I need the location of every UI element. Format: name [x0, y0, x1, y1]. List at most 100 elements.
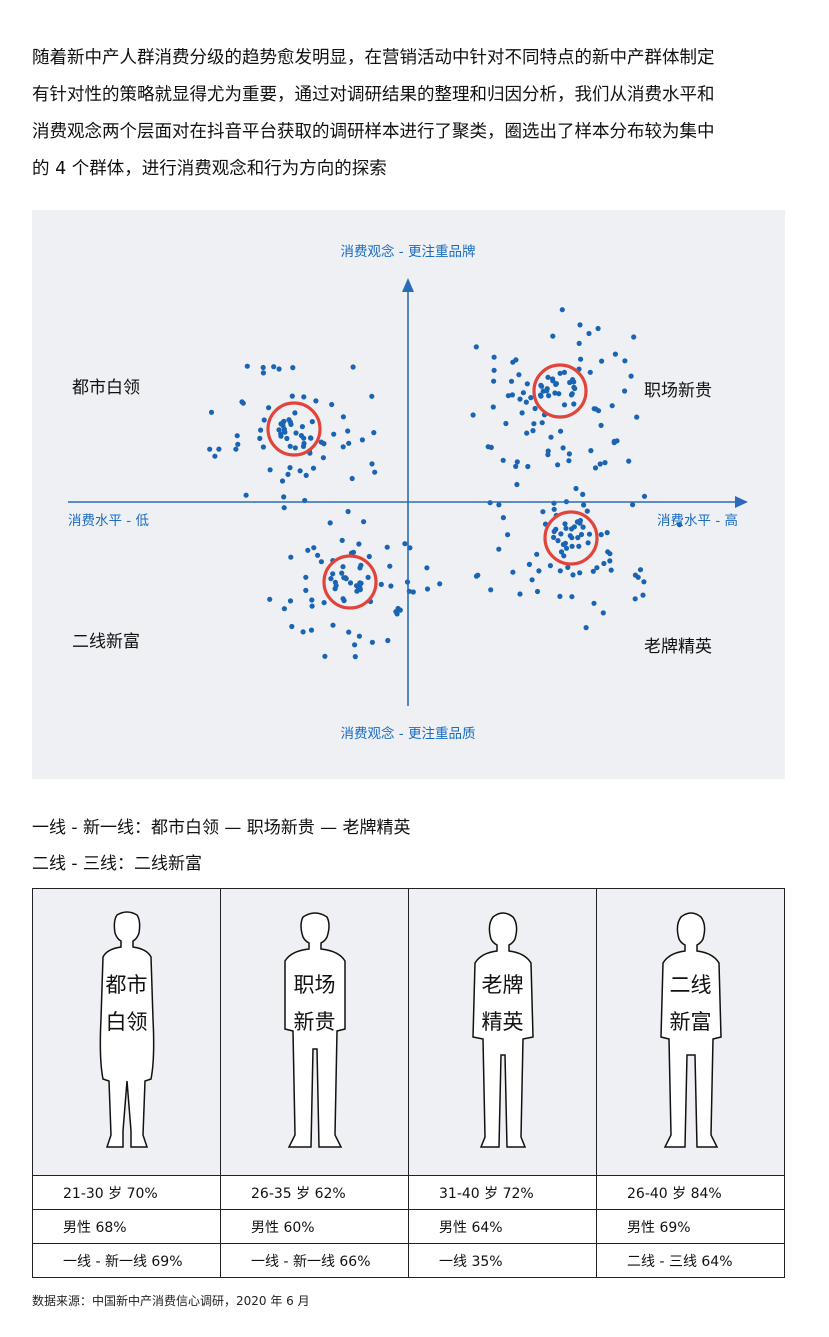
- sample-dot: [359, 437, 365, 443]
- sample-dot: [303, 587, 309, 593]
- sample-dot: [523, 399, 529, 405]
- x-axis-arrow-icon: [735, 496, 748, 508]
- person-silhouette-icon: [471, 912, 534, 1148]
- sample-dot: [357, 587, 363, 593]
- sample-dot: [641, 493, 648, 499]
- sample-dot: [500, 515, 506, 521]
- sample-dot: [598, 532, 604, 538]
- sample-dot: [561, 402, 568, 408]
- sample-dot: [331, 431, 337, 437]
- sample-dot: [516, 372, 522, 378]
- sample-dot: [563, 525, 569, 531]
- sample-dot: [632, 596, 638, 602]
- sample-dot: [604, 530, 610, 536]
- sample-dot: [537, 392, 544, 398]
- intro-line: 有针对性的策略就显得尤为重要，通过对调研结果的整理和归因分析，我们从消费水平和: [32, 85, 715, 105]
- sample-dot: [584, 508, 590, 514]
- sample-dot: [576, 340, 582, 346]
- sample-dot: [352, 642, 358, 648]
- persona-figure-cell: 二线 新富: [596, 888, 785, 1176]
- sample-dot: [292, 445, 298, 451]
- sample-dot: [488, 587, 494, 593]
- sample-dot: [612, 351, 619, 357]
- sample-dot: [526, 561, 532, 567]
- intro-paragraph: 随着新中产人群消费分级的趋势愈发明显，在营销活动中针对不同特点的新中产群体制定 …: [32, 40, 792, 188]
- sample-dot: [288, 554, 294, 560]
- sample-dot: [635, 574, 641, 580]
- sample-dot: [580, 524, 586, 530]
- sample-dot: [539, 420, 545, 426]
- axis-label-top: 消费观念 - 更注重品牌: [341, 243, 476, 260]
- sample-dot: [257, 435, 263, 441]
- sample-dot: [289, 393, 295, 399]
- sample-dot: [534, 551, 540, 557]
- sample-dot: [340, 414, 346, 420]
- intro-line: 的 4 个群体，进行消费观念和行为方向的探索: [32, 159, 387, 179]
- sample-dot: [551, 528, 557, 535]
- intro-line: 随着新中产人群消费分级的趋势愈发明显，在营销活动中针对不同特点的新中产群体制定: [32, 48, 715, 68]
- sample-dot: [569, 391, 575, 397]
- persona-figure-row: 都市 白领 职场 新贵 老牌 精英: [32, 888, 785, 1176]
- sample-dot: [309, 603, 315, 609]
- sample-dot: [547, 563, 554, 569]
- sample-dot: [517, 591, 523, 597]
- sample-dot: [309, 419, 315, 425]
- sample-dot: [561, 369, 568, 375]
- sample-dot: [575, 535, 581, 541]
- sample-dot: [378, 581, 384, 587]
- persona-figure-cell: 职场 新贵: [220, 888, 409, 1176]
- sample-dot: [260, 364, 266, 371]
- sample-dot: [292, 410, 298, 416]
- sample-dot: [573, 485, 579, 492]
- sample-dot: [587, 369, 593, 375]
- sample-dot: [562, 521, 568, 527]
- sample-dot: [578, 531, 585, 538]
- cluster-circle-bottom-right: [543, 510, 599, 566]
- sample-dot: [384, 544, 390, 550]
- persona-city: 一线 - 新一线 69%: [32, 1243, 221, 1278]
- sample-dot: [243, 492, 249, 498]
- sample-dot: [261, 417, 267, 423]
- sample-dot: [369, 639, 375, 645]
- sample-dot: [581, 502, 587, 508]
- sample-dot: [528, 395, 534, 401]
- sample-dot: [517, 396, 523, 402]
- persona-name: 老牌 精英: [481, 973, 524, 1034]
- persona-city: 二线 - 三线 64%: [596, 1243, 785, 1278]
- sample-dot: [630, 502, 636, 508]
- sample-dot: [529, 577, 535, 583]
- sample-dot: [513, 463, 519, 469]
- sample-dot: [266, 405, 272, 411]
- sample-dot: [566, 451, 573, 457]
- sample-dot: [566, 458, 572, 464]
- sample-dot: [505, 532, 511, 538]
- persona-age: 21-30 岁 70%: [32, 1175, 221, 1210]
- sample-dot: [267, 596, 273, 602]
- sample-dot: [595, 325, 601, 332]
- sample-dot: [303, 472, 309, 478]
- sample-dot: [540, 509, 546, 515]
- sample-dot: [569, 535, 575, 541]
- sample-dot: [346, 629, 352, 635]
- sample-dot: [320, 455, 326, 461]
- sample-dot: [216, 446, 222, 452]
- persona-city: 一线 35%: [408, 1243, 597, 1278]
- sample-dot: [233, 446, 239, 452]
- sample-dot: [354, 583, 360, 589]
- persona-age: 31-40 岁 72%: [408, 1175, 597, 1210]
- persona-gender: 男性 64%: [408, 1209, 597, 1244]
- sample-dot: [281, 606, 287, 612]
- sample-dot: [544, 388, 550, 394]
- sample-dot: [234, 433, 240, 439]
- sample-dot: [532, 405, 538, 412]
- sample-dot: [244, 363, 250, 369]
- sample-dots: [207, 307, 683, 660]
- person-silhouette-icon: [99, 911, 154, 1148]
- intro-line: 消费观念两个层面对在抖音平台获取的调研样本进行了聚类，圈选出了样本分布较为集中: [32, 122, 715, 142]
- sample-dot: [208, 409, 215, 415]
- sample-dot: [546, 393, 552, 399]
- sample-dot: [301, 435, 307, 441]
- sample-dot: [557, 370, 563, 376]
- sample-dot: [321, 600, 327, 606]
- sample-dot: [559, 307, 565, 313]
